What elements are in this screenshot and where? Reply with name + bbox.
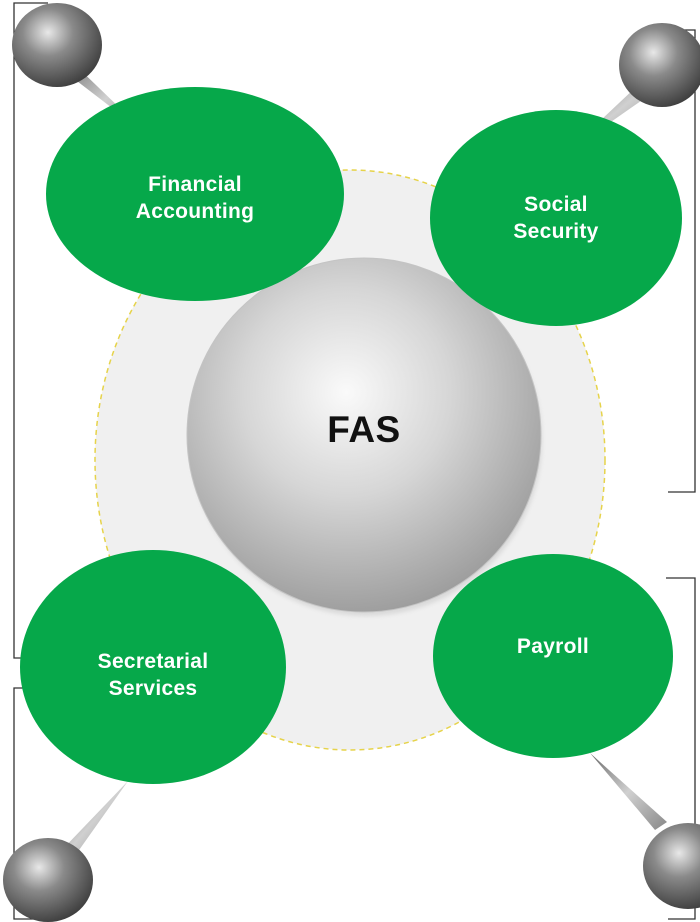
pin-bottom-left: [3, 781, 128, 922]
center-node: [186, 257, 542, 613]
frame-bottom-right: [666, 577, 696, 920]
node-secretarial-services: [20, 550, 286, 784]
node-payroll: [433, 554, 673, 758]
node-social-security: [430, 110, 682, 326]
frame-top-left: [13, 2, 48, 659]
pin-bottom-right: [590, 753, 700, 909]
node-financial-accounting: [46, 87, 344, 301]
